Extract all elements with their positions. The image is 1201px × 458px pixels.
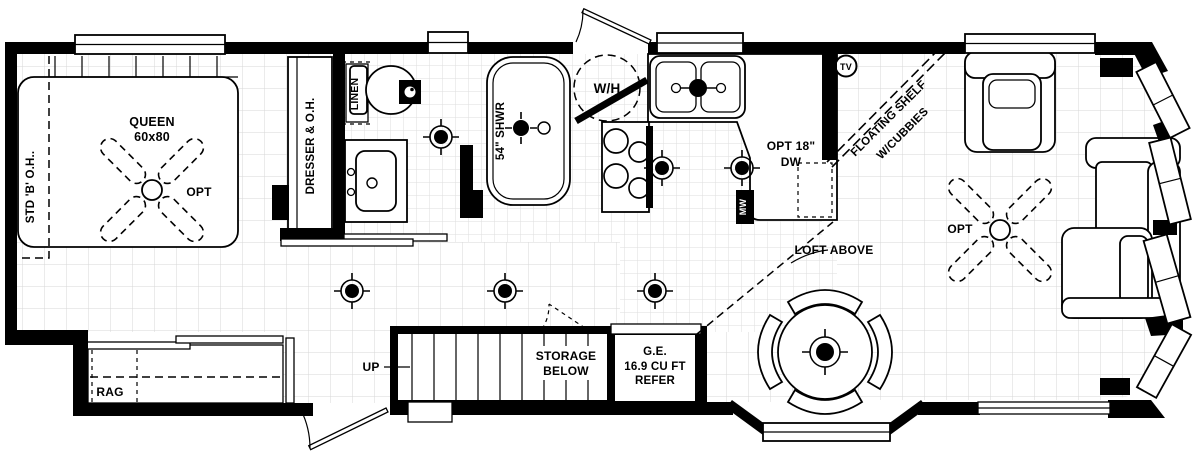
optional-overhead-line xyxy=(17,56,50,259)
microwave-label: MW xyxy=(738,199,748,216)
tv-label: TV xyxy=(840,62,852,72)
kitchen xyxy=(601,53,838,415)
floating-shelf xyxy=(826,44,949,168)
corner-window xyxy=(1135,322,1193,400)
dining-window xyxy=(762,422,891,442)
shower-label: 54" SHWR xyxy=(495,101,507,160)
bedroom xyxy=(17,56,333,404)
side-window xyxy=(1148,136,1192,226)
range-stove xyxy=(601,121,653,213)
dining-area xyxy=(757,289,893,415)
living-window xyxy=(964,33,1096,54)
kitchen-window xyxy=(656,32,744,54)
overhead-label: STD 'B' O.H.. xyxy=(25,151,37,224)
living-room xyxy=(696,44,1181,395)
faucet-icon xyxy=(689,79,707,97)
doors xyxy=(280,7,652,451)
microwave xyxy=(736,190,754,224)
wardrobe-closet xyxy=(86,335,295,404)
refrigerator-label-line3: REFER xyxy=(635,375,675,387)
rear-entry-door xyxy=(575,7,652,45)
bath-window xyxy=(427,31,469,54)
refrigerator-label-line1: G.E. xyxy=(643,346,667,358)
dishwasher-label-line2: DW xyxy=(781,155,802,169)
stairs xyxy=(384,303,607,400)
overhead-cabinets xyxy=(50,56,238,78)
water-heater xyxy=(573,54,649,125)
media-niche xyxy=(1100,58,1133,77)
toilet xyxy=(349,65,421,115)
loft-label: LOFT ABOVE xyxy=(795,243,874,257)
loft-boundary xyxy=(696,221,834,335)
stairs-up-label: UP xyxy=(362,360,379,374)
refrigerator-label-line2: 16.9 CU FT xyxy=(624,361,685,373)
entry-step xyxy=(407,401,453,423)
queen-bed xyxy=(17,76,239,248)
refrigerator xyxy=(605,323,707,415)
dresser-label: DRESSER & O.H. xyxy=(305,98,317,195)
ceiling-light-icon xyxy=(802,329,848,375)
wardrobe-label: RAG xyxy=(96,385,123,399)
shower-valve-icon xyxy=(505,112,537,144)
walls xyxy=(5,42,1183,436)
storage-label-line2: BELOW xyxy=(543,364,589,378)
rear-living-window xyxy=(977,401,1111,415)
side-window xyxy=(1142,233,1192,325)
vanity-sink xyxy=(344,139,408,223)
storage-label-line1: STORAGE xyxy=(536,349,597,363)
kitchen-sink xyxy=(649,55,746,119)
bedroom-window xyxy=(74,34,226,55)
water-heater-label: W/H xyxy=(594,81,621,96)
dishwasher-label-line1: OPT 18" xyxy=(767,139,815,153)
linen-label: LINEN xyxy=(349,78,361,111)
dishwasher-outline xyxy=(797,162,833,218)
bathroom xyxy=(342,56,571,223)
queen-bed-size: 60x80 xyxy=(134,130,170,144)
armchair xyxy=(964,51,1056,153)
living-fan-opt-label: OPT xyxy=(947,222,973,236)
queen-bed-label: QUEEN xyxy=(129,115,174,129)
bath-pocket-door xyxy=(280,233,448,247)
windows xyxy=(74,31,1193,442)
corner-window xyxy=(1135,60,1191,140)
bedroom-fan-opt-label: OPT xyxy=(186,185,212,199)
front-entry-door xyxy=(300,401,453,451)
hearth-box xyxy=(1100,378,1130,395)
shower xyxy=(486,56,571,206)
loft-leader xyxy=(790,249,829,264)
